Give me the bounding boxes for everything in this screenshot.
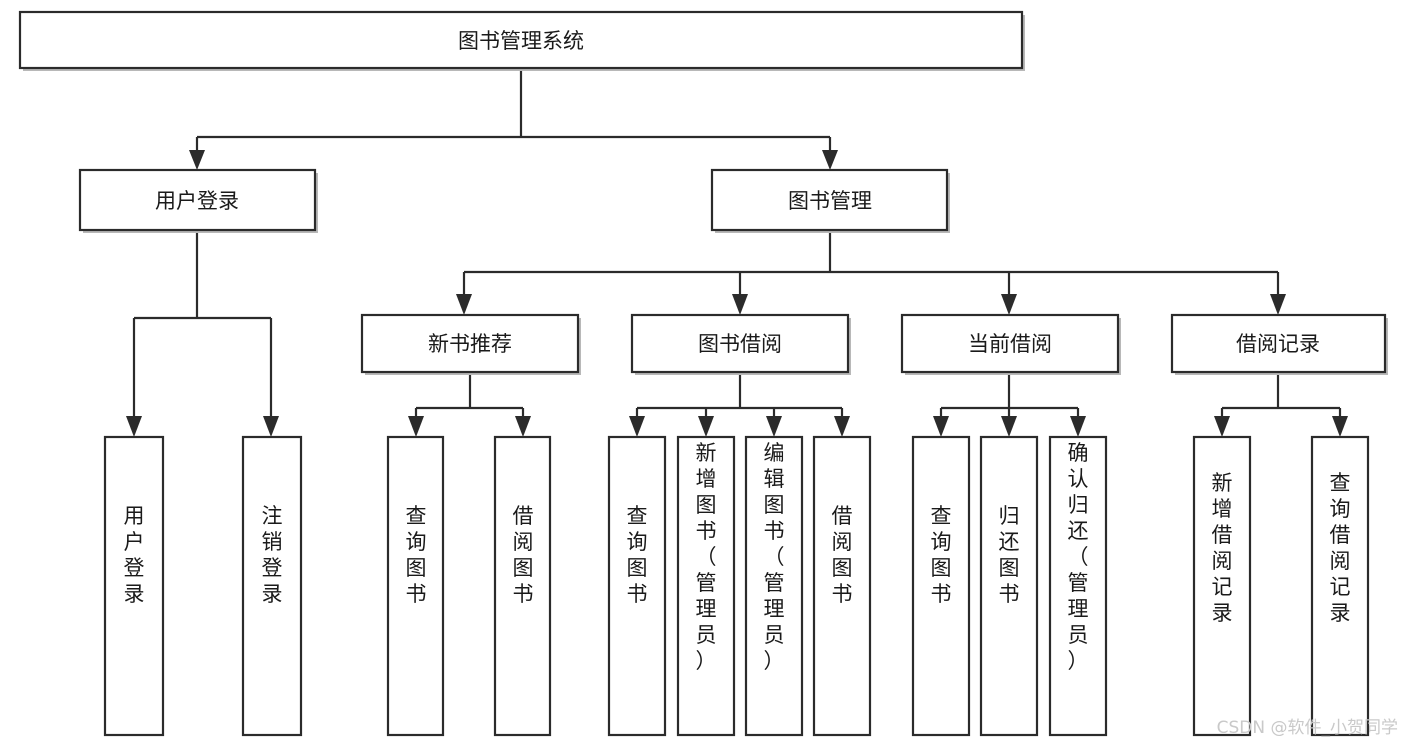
node-leaf-logout[interactable]: 注销登录 [241,435,303,737]
leaf-layer: 用户登录 注销登录 查询图书 借阅图书 查询图书 新增图书（管理员） [103,435,1370,737]
leaf-query-record-label: 查询借阅记录 [1330,471,1351,625]
leaf-add-record-box [1192,435,1252,737]
new-book-rec-label: 新书推荐 [428,332,512,356]
node-user-login[interactable]: 用户登录 [78,168,318,233]
arrow-to-leaf-confirm-return [1070,416,1086,437]
node-leaf-user-login[interactable]: 用户登录 [103,435,165,737]
arrow-to-leaf-borrow-book-1 [515,416,531,437]
arrow-to-current-borrow [1001,294,1017,315]
node-leaf-edit-book[interactable]: 编辑图书（管理员） [744,435,804,737]
leaf-query-record-box [1310,435,1370,737]
leaf-borrow-book-1-box [493,435,552,737]
node-leaf-query-record[interactable]: 查询借阅记录 [1310,435,1370,737]
node-leaf-query-book-2[interactable]: 查询图书 [607,435,667,737]
node-leaf-borrow-book-2[interactable]: 借阅图书 [812,435,872,737]
arrow-to-leaf-user-login [126,416,142,437]
arrow-to-leaf-query-book-3 [933,416,949,437]
arrow-to-borrow-record [1270,294,1286,315]
node-leaf-borrow-book-1[interactable]: 借阅图书 [493,435,552,737]
node-borrow-record[interactable]: 借阅记录 [1170,313,1388,375]
book-manage-label: 图书管理 [788,189,872,213]
node-leaf-confirm-return[interactable]: 确认归还（管理员） [1048,435,1108,737]
arrow-to-leaf-add-record [1214,416,1230,437]
leaf-return-book-box [979,435,1039,737]
current-borrow-box [900,313,1120,374]
leaf-add-book-label: 新增图书（管理员） [696,441,717,673]
node-current-borrow[interactable]: 当前借阅 [900,313,1121,375]
user-login-label: 用户登录 [155,189,239,213]
root-box [18,10,1024,70]
borrow-record-label: 借阅记录 [1236,332,1320,356]
leaf-add-book-box [676,435,736,737]
book-borrow-label: 图书借阅 [698,332,782,356]
arrow-to-leaf-return-book [1001,416,1017,437]
arrow-to-leaf-add-book [698,416,714,437]
leaf-query-book-1-box [386,435,445,737]
borrow-record-box [1170,313,1387,374]
node-new-book-rec[interactable]: 新书推荐 [360,313,581,375]
node-book-manage[interactable]: 图书管理 [710,168,950,233]
leaf-add-record-label: 新增借阅记录 [1212,471,1233,625]
leaf-edit-book-label: 编辑图书（管理员） [764,441,785,673]
current-borrow-label: 当前借阅 [968,332,1052,356]
leaf-edit-book-box [744,435,804,737]
arrow-to-book-manage [822,150,838,170]
leaf-logout-box [241,435,303,737]
leaf-return-book-label: 归还图书 [999,504,1020,606]
leaf-borrow-book-2-label: 借阅图书 [832,504,853,606]
leaf-query-book-3-box [911,435,971,737]
leaf-confirm-return-label: 确认归还（管理员） [1068,441,1089,673]
leaf-borrow-book-2-box [812,435,872,737]
new-book-rec-box [360,313,580,374]
node-leaf-add-book[interactable]: 新增图书（管理员） [676,435,736,737]
arrow-to-leaf-edit-book [766,416,782,437]
arrow-to-user-login [189,150,205,170]
book-manage-box [710,168,949,232]
leaf-query-book-3-label: 查询图书 [931,504,952,606]
leaf-confirm-return-box [1048,435,1108,737]
node-root[interactable]: 图书管理系统 [18,10,1025,71]
connector-layer [126,68,1348,437]
arrow-to-leaf-borrow-book-2 [834,416,850,437]
leaf-user-login-label: 用户登录 [124,504,145,606]
node-book-borrow[interactable]: 图书借阅 [630,313,851,375]
leaf-query-book-1-label: 查询图书 [406,504,427,606]
arrow-to-leaf-query-book-2 [629,416,645,437]
arrow-to-book-borrow [732,294,748,315]
user-login-box [78,168,317,232]
arrow-to-leaf-query-book-1 [408,416,424,437]
leaf-query-book-2-label: 查询图书 [627,504,648,606]
arrow-to-leaf-query-record [1332,416,1348,437]
node-leaf-query-book-3[interactable]: 查询图书 [911,435,971,737]
node-leaf-query-book-1[interactable]: 查询图书 [386,435,445,737]
node-leaf-add-record[interactable]: 新增借阅记录 [1192,435,1252,737]
leaf-logout-label: 注销登录 [262,504,283,606]
book-borrow-box [630,313,850,374]
arrow-to-new-book-rec [456,294,472,315]
watermark-label: CSDN @软件_小贺同学 [1217,718,1398,738]
leaf-query-book-2-box [607,435,667,737]
root-label: 图书管理系统 [458,29,584,53]
node-leaf-return-book[interactable]: 归还图书 [979,435,1039,737]
leaf-user-login-box [103,435,165,737]
leaf-borrow-book-1-label: 借阅图书 [513,504,534,606]
arrow-to-leaf-logout [263,416,279,437]
